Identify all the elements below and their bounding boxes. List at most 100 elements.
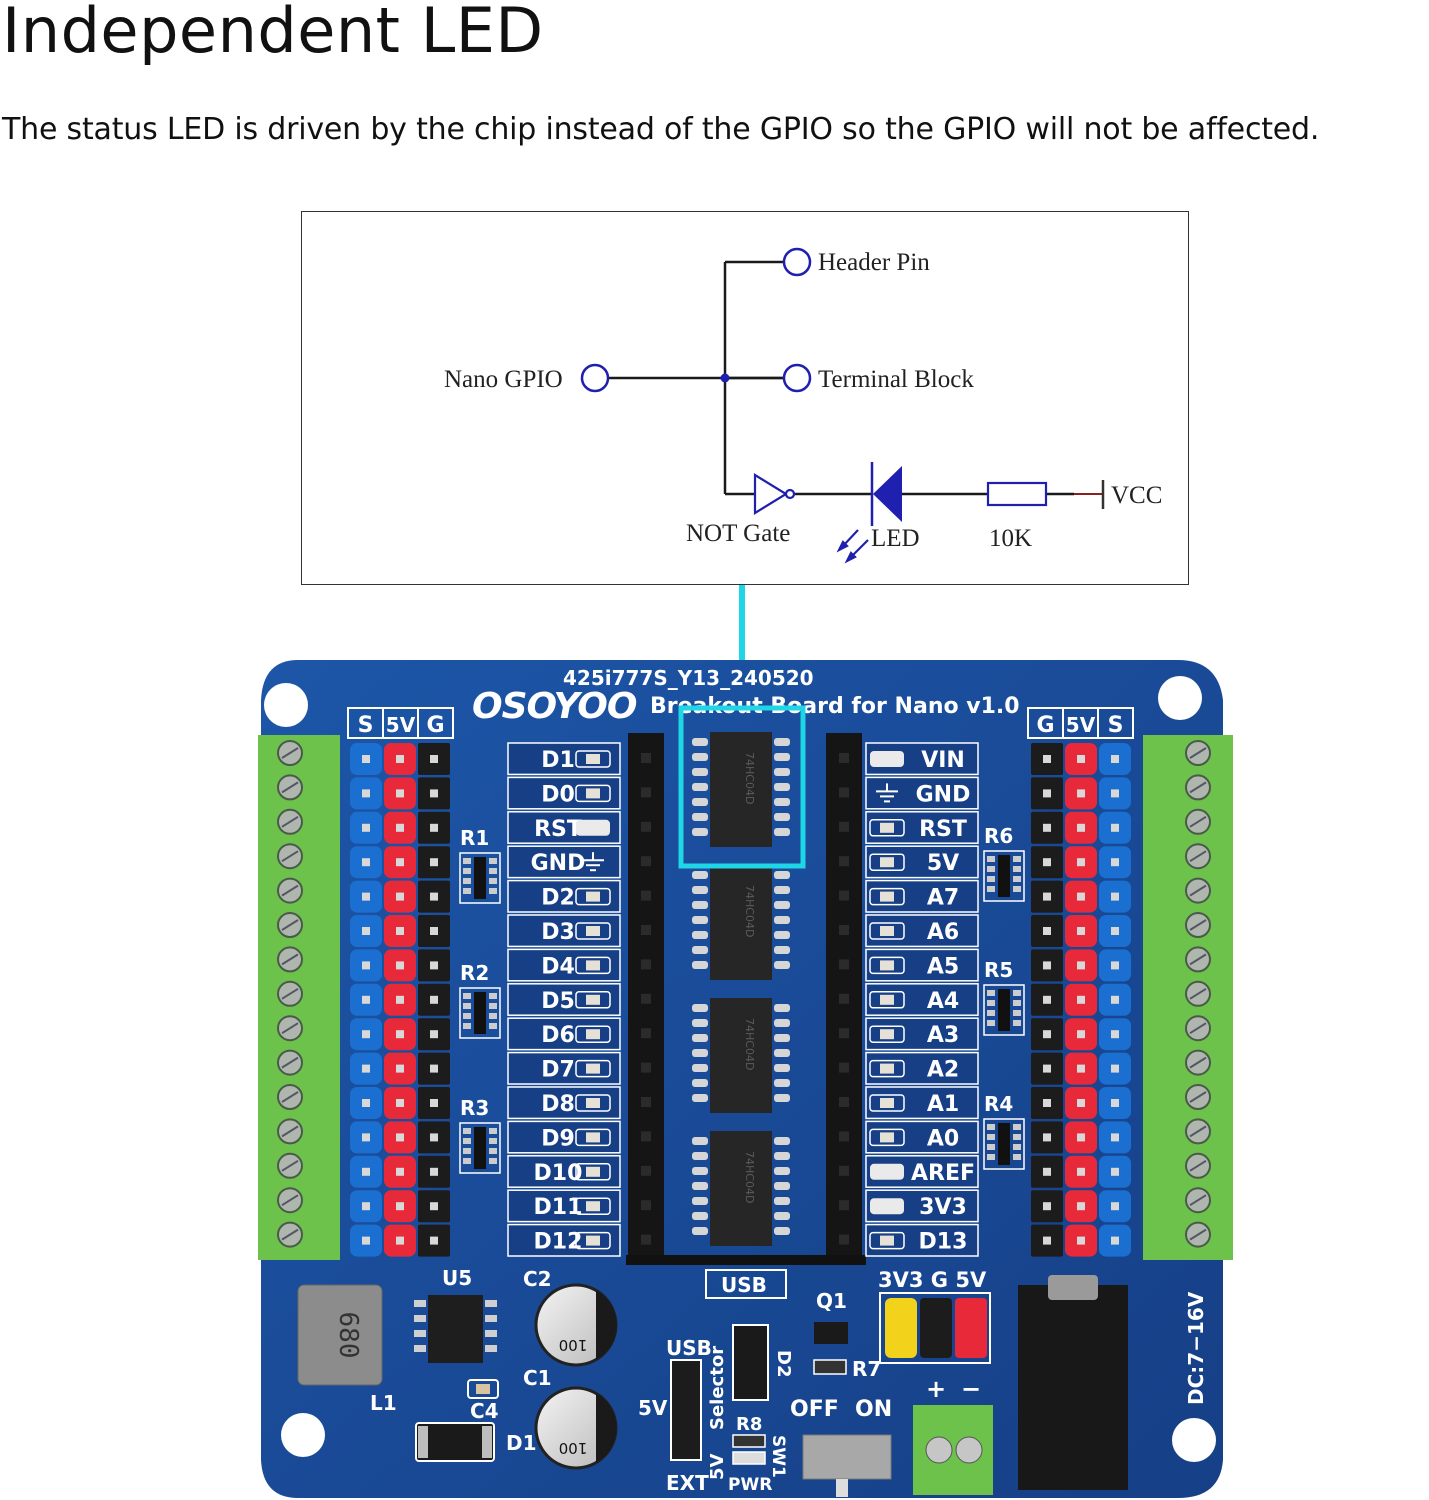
pin-label-d5: D5 [541,989,575,1014]
header-label: G [1036,713,1054,738]
page-title: Independent LED [2,0,544,67]
pin-label-box [507,948,621,982]
pin-label-box [507,742,621,776]
status-led-icon [869,956,905,975]
power-switch-knob[interactable] [836,1479,848,1497]
usb-selector-jumper[interactable] [670,1359,702,1461]
resistor-array-label: R2 [460,961,489,985]
regulator-u5 [428,1295,483,1363]
status-led-icon [869,991,905,1009]
pin-label-box [507,983,621,1016]
inverter-chip [710,732,772,847]
pin-label-3v3: 3V3 [919,1195,967,1220]
pin-label-d2: D2 [541,886,575,911]
pin-label-box [507,776,621,810]
label-usb-selector-top: USB [666,1336,712,1360]
label-ext: EXT [666,1471,709,1495]
status-led-icon [869,922,905,940]
schematic-drawing: Nano GPIO Header Pin Terminal Block VCC … [444,247,1162,564]
status-led-icon [575,1128,611,1147]
status-led-icon [869,1231,905,1250]
board-drawing: 425i777S_Y13_240520 OSOYOO Breakout Boar… [258,660,1233,1498]
pin-label-gnd: GND [916,782,971,807]
power-section: 680 L1 U5 C4 D1 C2 100 C1 [297,1266,1208,1497]
pin-label-d13: D13 [919,1230,968,1255]
screw-icon[interactable] [925,1436,953,1464]
label-c2: C2 [523,1267,552,1291]
status-led-icon [575,1025,611,1043]
status-led-icon [575,1163,611,1181]
label-off: OFF [790,1397,839,1422]
status-led-icon [869,1094,905,1112]
resistor-array [983,984,1025,1036]
pin-label-box [507,1086,621,1120]
resistor-array [459,987,501,1039]
label-led: LED [871,525,920,552]
chip-marking: 74HC04D [743,1151,756,1203]
header-pin-node-icon [782,247,812,277]
pin-label-a6: A6 [927,920,959,945]
transistor-q1 [814,1322,848,1344]
usb-label: USB [721,1273,767,1297]
terminal-block-node-icon [782,363,812,393]
pin-label-a1: A1 [927,1092,959,1117]
header-label: S [1108,713,1124,738]
status-led-icon [575,887,611,906]
c2-marking: 100 [559,1336,588,1354]
pin-label-a4: A4 [927,989,959,1014]
chip-highlight-box [678,705,806,869]
label-c4: C4 [470,1399,499,1423]
label-plus: + [926,1375,946,1403]
pin-label-aref: AREF [911,1161,975,1186]
pin-label-d6: D6 [541,1023,575,1048]
pin-label-a7: A7 [927,886,959,911]
resistor-array [459,852,501,904]
not-gate-icon [753,473,796,515]
pin-label-a0: A0 [927,1126,959,1151]
label-r7: R7 [852,1357,881,1381]
pin-label-box [507,914,621,948]
left-terminal-block [258,735,340,1260]
board-serial: 425i777S_Y13_240520 [563,666,814,690]
pin-5v[interactable] [955,1298,987,1358]
pin-label-box [507,1051,621,1085]
status-led-icon [575,991,611,1009]
label-c1: C1 [523,1366,552,1390]
right-terminal-block [1143,735,1233,1260]
pin-label-box [507,845,621,879]
label-u5: U5 [442,1266,472,1290]
chip-marking: 74HC04D [743,752,756,804]
status-led-icon [869,1059,905,1078]
chip-marking: 74HC04D [743,885,756,937]
pin-label-rst: RST [919,817,967,842]
resistor-icon [986,481,1048,507]
pin-label-a3: A3 [927,1023,959,1048]
pin-label-d10: D10 [534,1161,583,1186]
dc-jack[interactable] [1018,1285,1128,1490]
label-vcc: VCC [1111,482,1162,509]
mounting-hole [1172,1418,1216,1462]
solder-pad [870,1198,904,1215]
chip-marking: 74HC04D [743,1018,756,1070]
power-switch[interactable] [802,1434,892,1480]
label-minus: − [961,1375,981,1403]
label-usb-selector: Selector [707,1346,728,1430]
pin-3v3[interactable] [885,1298,917,1358]
junction-dot [720,373,730,383]
label-nano-gpio: Nano GPIO [444,366,563,393]
header-label: 5V [1066,713,1096,737]
label-header-pin: Header Pin [818,249,930,276]
pin-gnd[interactable] [920,1298,952,1358]
status-led-icon [869,1128,905,1147]
label-q1: Q1 [816,1289,847,1313]
pin-label-gnd: GND [531,851,586,876]
label-d1: D1 [506,1431,537,1455]
pin-label-a5: A5 [927,954,959,979]
nano-gpio-node-icon [580,363,610,393]
brand-logo: OSOYOO [472,686,637,727]
screw-icon[interactable] [955,1436,983,1464]
capacitor-c4 [467,1379,499,1399]
label-on: ON [855,1397,892,1422]
pin-label-box [507,1223,621,1257]
